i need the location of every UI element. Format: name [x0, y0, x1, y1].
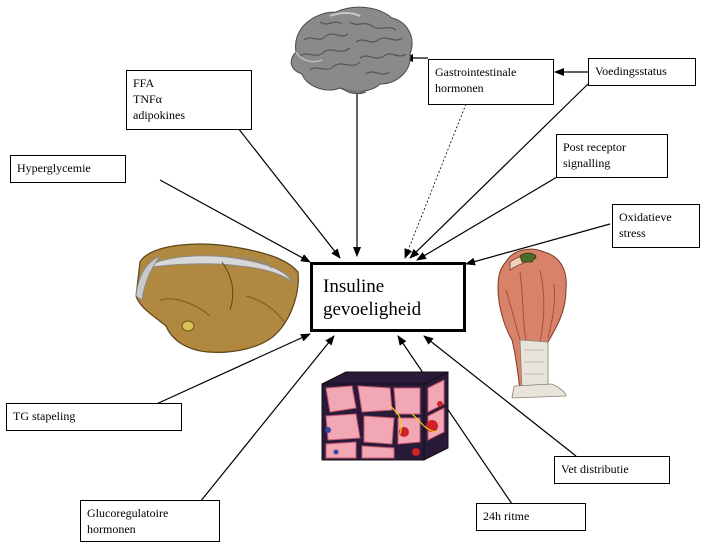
factor-vet-distributie: Vet distributie	[554, 456, 670, 484]
factor-24h-ritme: 24h ritme	[476, 503, 586, 531]
factor-oxidatieve-stress: Oxidatieve stress	[612, 204, 700, 248]
factor-hyperglycemie: Hyperglycemie	[10, 155, 126, 183]
factor-gastrointestinale-hormonen: Gastrointestinale hormonen	[428, 59, 554, 105]
factor-post-receptor-signalling: Post receptor signalling	[556, 134, 668, 178]
central-insuline-gevoeligheid: Insuline gevoeligheid	[310, 262, 466, 332]
factor-voedingsstatus: Voedingsstatus	[588, 58, 696, 86]
factor-glucoregulatoire-hormonen: Glucoregulatoire hormonen	[80, 500, 220, 542]
factor-tg-stapeling: TG stapeling	[6, 403, 182, 431]
factor-ffa-tnfa-adipokines: FFA TNFα adipokines	[126, 70, 252, 130]
